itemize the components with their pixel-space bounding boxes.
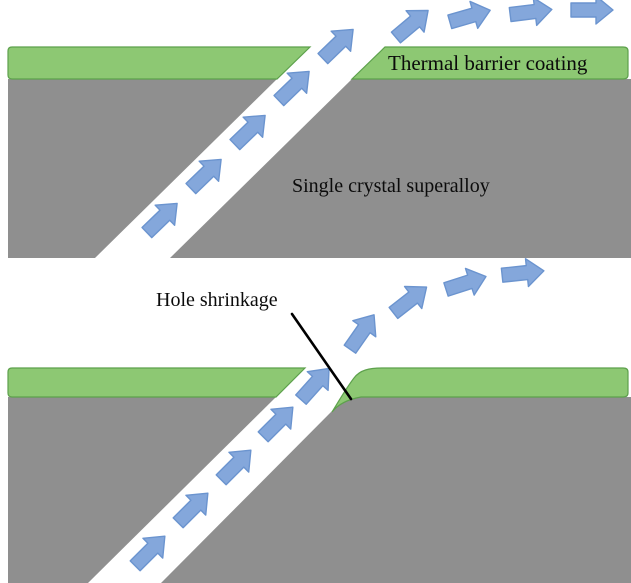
flow-arrow-icon: [499, 256, 547, 290]
coating-label: Thermal barrier coating: [388, 51, 588, 75]
flow-arrow-icon: [384, 275, 436, 325]
substrate-right-block: [170, 79, 631, 258]
hole-shrinkage-pointer-line: [290, 312, 353, 401]
coating-right-strip: [350, 46, 629, 80]
hole-shrinkage-label: Hole shrinkage: [156, 289, 278, 311]
flow-arrow-icon: [386, 0, 438, 49]
flow-arrow-icon: [289, 358, 341, 410]
flow-arrow-icon: [337, 306, 387, 358]
substrate-left-block: [8, 397, 276, 583]
flow-arrow-icon: [507, 0, 555, 30]
flow-arrow-icon: [445, 0, 495, 36]
coating-right-strip-with-shrinkage: [331, 367, 629, 413]
substrate-right-block: [161, 397, 631, 583]
coating-left-strip: [7, 46, 312, 80]
flow-arrow-icon: [441, 262, 491, 304]
flow-arrow-icon: [312, 18, 364, 70]
coating-left-strip: [7, 367, 307, 398]
flow-arrow-icon: [570, 0, 614, 25]
panel-shrunken-hole: Hole shrinkage: [7, 256, 631, 583]
substrate-left-block: [8, 79, 277, 258]
panel-intact-hole: Thermal barrier coating Single crystal s…: [7, 0, 631, 258]
substrate-label: Single crystal superalloy: [292, 175, 490, 197]
